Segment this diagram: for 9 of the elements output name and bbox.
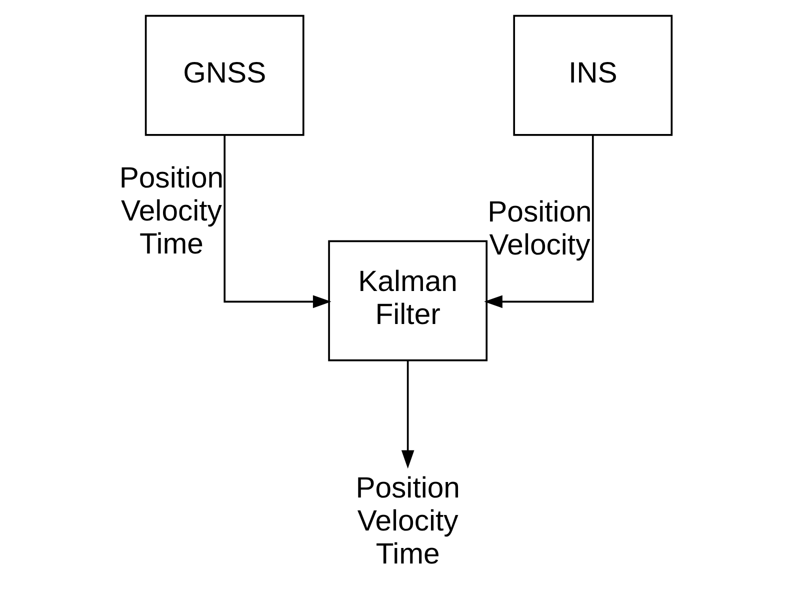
node-box: GNSS [144, 14, 304, 136]
arrow [401, 360, 414, 469]
node-box: Kalman Filter [328, 240, 488, 362]
node-box: INS [513, 14, 673, 136]
node-text: Position Velocity Time [356, 471, 460, 570]
arrow [484, 135, 594, 308]
arrow [224, 135, 332, 308]
edge-label: Position Velocity [488, 196, 592, 262]
edge-label: Position Velocity Time [119, 162, 224, 261]
